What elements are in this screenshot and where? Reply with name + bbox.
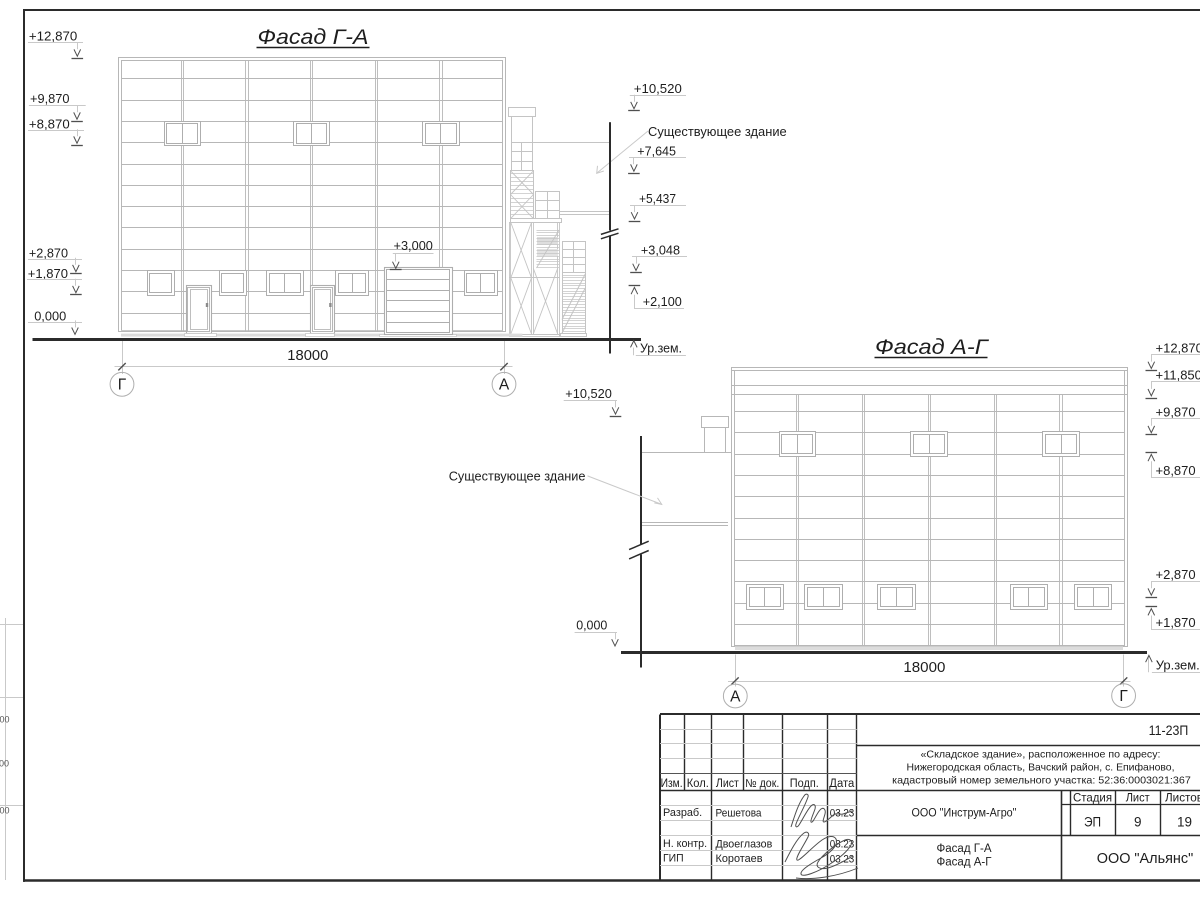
svg-text:0,00: 0,00 (0, 715, 10, 725)
svg-text:Г: Г (118, 377, 127, 394)
svg-text:0,000: 0,000 (576, 618, 607, 633)
svg-text:+10,520: +10,520 (565, 386, 612, 401)
svg-text:03.23: 03.23 (830, 807, 855, 819)
svg-text:Фасад А-Г: Фасад А-Г (875, 335, 990, 359)
svg-text:+12,870: +12,870 (1156, 340, 1200, 355)
svg-text:18000: 18000 (287, 348, 328, 364)
svg-text:Изм.: Изм. (661, 778, 683, 790)
svg-text:Стадия: Стадия (1073, 790, 1112, 804)
svg-text:Фасад Г-А: Фасад Г-А (937, 843, 992, 855)
svg-text:0,00: 0,00 (0, 759, 9, 769)
svg-text:Двоеглазов: Двоеглазов (716, 838, 773, 850)
svg-text:кадастровый номер земельного у: кадастровый номер земельного участка: 52… (892, 774, 1191, 786)
svg-text:+8,870: +8,870 (29, 117, 70, 132)
svg-text:19: 19 (1177, 815, 1192, 830)
svg-text:11-23П: 11-23П (1149, 723, 1189, 738)
svg-text:Лист: Лист (1126, 790, 1150, 804)
svg-text:+9,870: +9,870 (30, 91, 70, 106)
svg-text:Ур.зем.: Ур.зем. (1156, 658, 1200, 673)
svg-text:+3,000: +3,000 (394, 238, 433, 253)
svg-text:18000: 18000 (903, 660, 945, 676)
svg-text:Разраб.: Разраб. (663, 807, 702, 819)
svg-text:Подп.: Подп. (790, 778, 819, 790)
svg-text:+1,870: +1,870 (28, 266, 68, 281)
svg-text:Н. контр.: Н. контр. (663, 838, 707, 850)
svg-text:Кол.: Кол. (687, 778, 709, 790)
svg-text:+5,437: +5,437 (639, 191, 676, 206)
svg-text:А: А (730, 688, 741, 705)
svg-text:03.23: 03.23 (830, 853, 855, 865)
svg-text:Существующее здание: Существующее здание (648, 124, 787, 139)
svg-text:Решетова: Решетова (716, 807, 763, 819)
svg-text:ЭП: ЭП (1084, 815, 1101, 830)
svg-text:Лист: Лист (716, 778, 740, 790)
svg-text:+7,645: +7,645 (637, 143, 676, 158)
svg-text:+2,870: +2,870 (29, 245, 68, 260)
svg-text:+2,870: +2,870 (1156, 567, 1196, 582)
svg-text:ГИП: ГИП (663, 852, 684, 864)
svg-text:+11,850: +11,850 (1156, 368, 1200, 383)
svg-text:0,00: 0,00 (0, 806, 10, 816)
svg-text:Существующее здание: Существующее здание (449, 468, 586, 483)
svg-text:+10,520: +10,520 (634, 81, 682, 96)
svg-text:+2,100: +2,100 (643, 294, 682, 309)
svg-text:03.23: 03.23 (830, 838, 855, 850)
svg-text:«Складское здание», расположен: «Складское здание», расположенное по адр… (921, 749, 1161, 761)
svg-text:А: А (499, 377, 510, 394)
svg-text:ООО "Альянс": ООО "Альянс" (1097, 851, 1194, 867)
svg-text:Нижегородская область, Вачский: Нижегородская область, Вачский район, с.… (907, 762, 1175, 774)
svg-text:+3,048: +3,048 (641, 243, 680, 258)
svg-text:ООО "Инструм-Агро": ООО "Инструм-Агро" (912, 807, 1017, 819)
svg-text:Ур.зем.: Ур.зем. (640, 340, 682, 355)
svg-text:Фасад Г-А: Фасад Г-А (258, 25, 369, 49)
svg-text:9: 9 (1134, 815, 1142, 830)
svg-text:Фасад А-Г: Фасад А-Г (937, 857, 993, 869)
svg-text:Коротаев: Коротаев (716, 853, 763, 865)
svg-text:Листов: Листов (1165, 790, 1200, 804)
svg-text:Дата: Дата (829, 778, 855, 790)
svg-text:№ док.: № док. (745, 778, 779, 790)
svg-text:+9,870: +9,870 (1156, 405, 1196, 420)
svg-text:Г: Г (1119, 688, 1128, 705)
svg-text:+12,870: +12,870 (29, 28, 77, 43)
svg-text:0,000: 0,000 (34, 308, 66, 323)
svg-text:+8,870: +8,870 (1156, 463, 1196, 478)
svg-text:+1,870: +1,870 (1156, 615, 1196, 630)
